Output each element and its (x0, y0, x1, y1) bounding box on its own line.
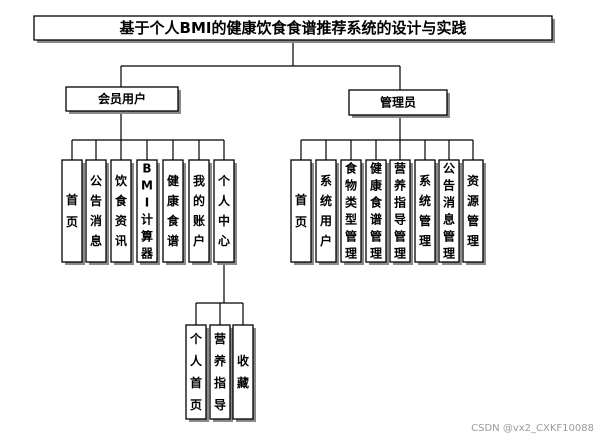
member-user-label: 会员用户 (98, 91, 146, 106)
sub-leaf-box: 个人首页 (185, 324, 209, 422)
leaf-box: 资源管理 (462, 159, 486, 265)
connector-lines (71, 40, 474, 325)
leaf-label: 首页 (66, 192, 78, 229)
leaf-label: 食物类型管理 (344, 161, 358, 261)
diagram-title: 基于个人BMI的健康饮食食谱推荐系统的设计与实践 (119, 19, 467, 37)
leaf-box: 公告消息 (85, 159, 109, 265)
leaf-label: 首页 (295, 192, 307, 229)
leaf-label: 公告消息 (90, 174, 102, 248)
sub-leaf-box: 营养指导 (209, 324, 233, 422)
leaf-label: 健康食谱管理 (369, 161, 383, 261)
leaf-box: 我的账户 (188, 159, 212, 265)
leaf-box: 系统用户 (315, 159, 339, 265)
leaf-box: 饮食资讯 (110, 159, 134, 265)
leaf-box: 健康食谱管理 (365, 159, 389, 265)
admin-label: 管理员 (380, 95, 416, 110)
watermark: CSDN @vx2_CXKF10088 (471, 423, 594, 434)
leaf-box: 营养指导管理 (389, 159, 413, 265)
leaf-box: 个人中心 (213, 159, 237, 265)
leaf-label: 系统管理 (419, 173, 431, 248)
leaf-label: 营养指导管理 (393, 161, 406, 261)
leaf-box: 首页 (290, 159, 314, 265)
sub-leaf-label: 个人首页 (189, 331, 203, 412)
leaf-box: 系统管理 (414, 159, 438, 265)
leaf-label: 饮食资讯 (114, 173, 128, 248)
leaf-box: 首页 (61, 159, 85, 265)
leaf-label: 我的账户 (193, 173, 205, 248)
sub-leaf-label: 收藏 (237, 353, 249, 390)
leaf-label: 个人中心 (217, 173, 231, 248)
leaf-label: 健康食谱 (166, 173, 180, 248)
leaf-box: 公告消息管理 (438, 159, 462, 265)
leaf-box: 食物类型管理 (340, 159, 364, 265)
admin-box: 管理员 (348, 89, 450, 118)
leaf-label: 系统用户 (319, 173, 332, 248)
sub-leaf-box: 收藏 (232, 324, 256, 422)
sub-leaf-label: 营养指导 (213, 331, 226, 412)
member-user-box: 会员用户 (65, 86, 181, 114)
leaf-label: 公告消息管理 (443, 162, 455, 261)
title-box: 基于个人BMI的健康饮食食谱推荐系统的设计与实践 (33, 15, 555, 43)
leaf-label: 资源管理 (467, 173, 479, 248)
leaf-box: 健康食谱 (162, 159, 186, 265)
